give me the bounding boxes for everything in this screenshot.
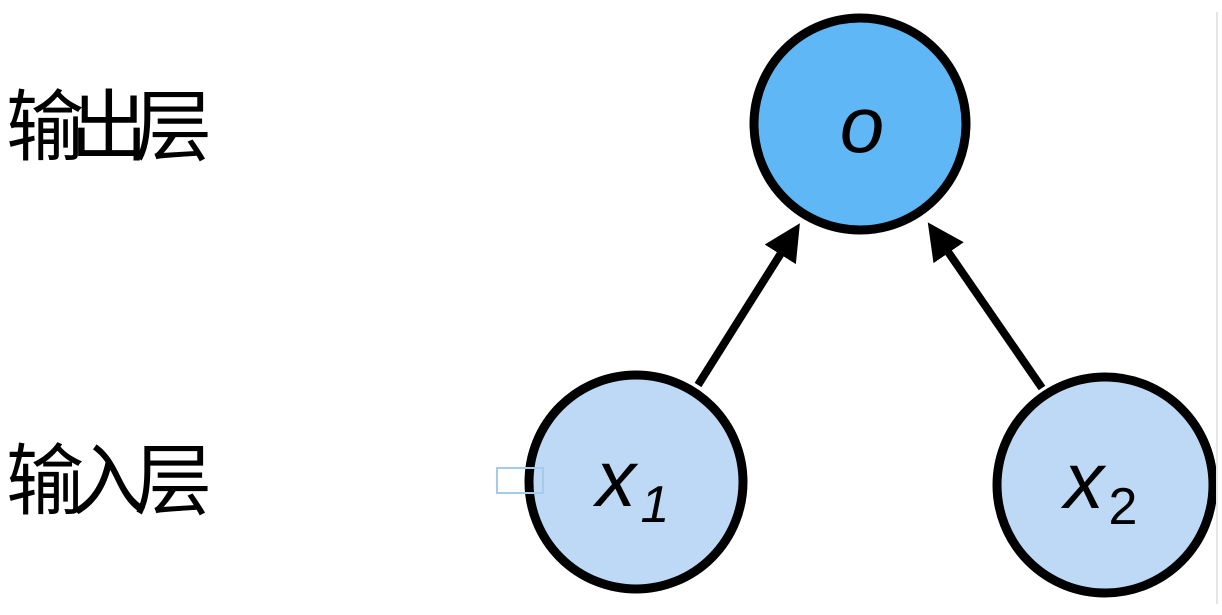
input-node-2-circle	[992, 372, 1218, 598]
input-node-2-label: x 2	[1060, 436, 1137, 536]
window-edge-line	[1216, 12, 1218, 604]
edge-x1-to-o	[694, 223, 800, 388]
output-node-label: o	[840, 80, 885, 169]
output-node-circle	[749, 13, 971, 235]
input-node-1-label: x 1	[592, 434, 669, 534]
output-layer-label: 输出层	[6, 83, 212, 171]
input-node-1-circle	[524, 370, 748, 594]
input-layer-label: 输入层	[6, 437, 212, 525]
selection-box	[496, 467, 544, 494]
edge-x2-to-o	[927, 222, 1046, 391]
